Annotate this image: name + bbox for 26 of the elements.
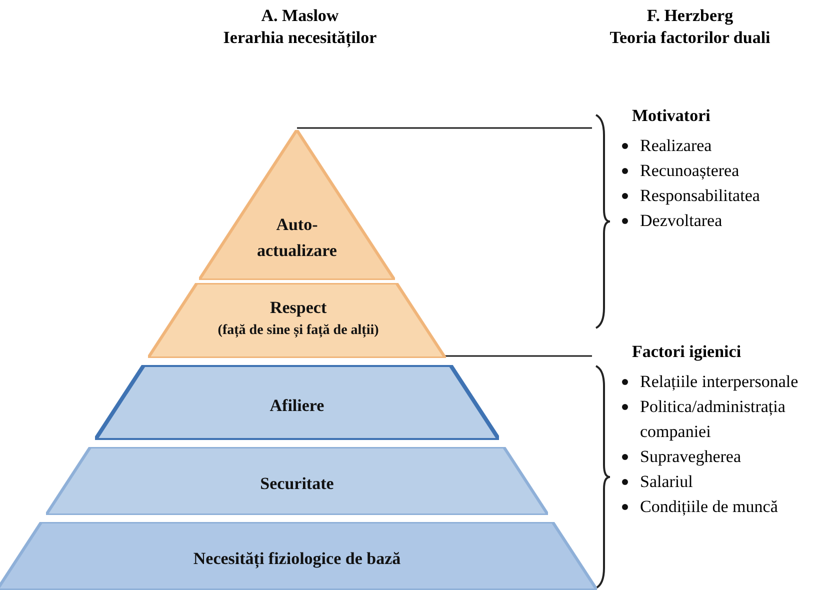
list-item: Responsabilitatea	[640, 185, 760, 207]
tier-label: Auto- actualizare	[256, 214, 338, 262]
tier-label: Afiliere	[268, 395, 326, 417]
tier-sublabel: (față de sine și față de alții)	[216, 322, 380, 340]
list-item: Salariul	[640, 471, 693, 493]
pyramid-tier	[46, 447, 548, 515]
list-item: Realizarea	[640, 135, 712, 157]
pyramid-tier	[94, 365, 500, 440]
list-item: Dezvoltarea	[640, 210, 722, 232]
list-item: Relațiile interpersonale	[640, 371, 798, 393]
list-heading: Motivatori	[632, 105, 712, 127]
list-item: Supravegherea	[640, 446, 742, 468]
column-heading: A. Maslow	[260, 5, 340, 27]
pyramid-tier	[148, 283, 446, 358]
list-heading: Factori igienici	[632, 341, 742, 363]
list-item: Politica/administrația companiei	[640, 396, 786, 443]
pyramid-base	[0, 522, 597, 590]
tier-label: Necesități fiziologice de bază	[192, 548, 402, 570]
column-heading: F. Herzberg	[646, 5, 734, 27]
tier-label: Securitate	[259, 473, 335, 495]
column-heading: Teoria factorilor duali	[608, 27, 772, 49]
pyramid-apex	[199, 130, 395, 280]
column-heading: Ierarhia necesităților	[222, 27, 378, 49]
list-item: Condițiile de muncă	[640, 496, 778, 518]
list-item: Recunoașterea	[640, 160, 740, 182]
tier-label: Respect	[268, 297, 328, 319]
